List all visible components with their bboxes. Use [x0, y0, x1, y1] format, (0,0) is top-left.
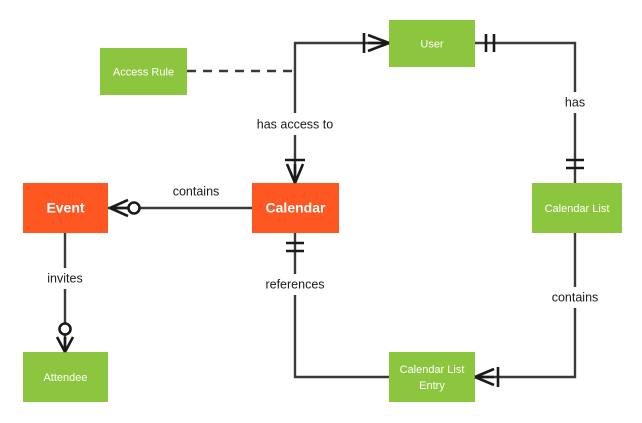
- entity-calendar-list-entry[interactable]: Calendar List Entry: [389, 352, 475, 402]
- cardinality-zero-or-many-icon-event-right: [109, 198, 141, 218]
- cardinality-exactly-one-icon-calendar-bottom: [286, 241, 304, 253]
- entity-access-rule[interactable]: Access Rule: [100, 48, 187, 95]
- entity-label-event: Event: [46, 200, 84, 216]
- entity-box-access-rule[interactable]: [100, 48, 187, 95]
- entity-label-user: User: [420, 38, 444, 50]
- relationship-label-has-access-to: has access to: [257, 117, 333, 131]
- label-backdrop-has-access-to: [236, 113, 354, 135]
- relationship-label-has: has: [565, 95, 585, 109]
- cardinality-zero-or-many-icon-attendee-top: [55, 322, 75, 353]
- entity-label-calendar: Calendar: [266, 200, 326, 216]
- label-backdrop-contains-event: [160, 182, 232, 203]
- entity-box-calendar[interactable]: [252, 183, 339, 233]
- entity-calendar-list[interactable]: Calendar List: [532, 183, 622, 233]
- cardinality-exactly-one-icon-calendar-list-top: [566, 158, 584, 170]
- cardinality-one-or-many-icon-calendar-list-entry-right: [474, 367, 500, 387]
- edge-user-has-calendar-list: [475, 41, 577, 183]
- relationship-label-contains-event: contains: [173, 184, 220, 198]
- entity-box-attendee[interactable]: [23, 352, 108, 402]
- entity-box-calendar-list-entry[interactable]: [389, 352, 475, 402]
- entity-label-calendar-list-entry-line1: Calendar List: [400, 364, 465, 376]
- entity-user[interactable]: User: [389, 20, 475, 67]
- edge-user-has-access-to-calendar: [293, 41, 389, 183]
- label-backdrop-contains-entry: [539, 287, 611, 308]
- entity-label-calendar-list-entry-line2: Entry: [419, 380, 445, 392]
- entity-label-calendar-list: Calendar List: [545, 203, 610, 215]
- cardinality-one-or-many-icon-calendar-top: [285, 158, 305, 184]
- entity-box-calendar-list[interactable]: [532, 183, 622, 233]
- entity-attendee[interactable]: Attendee: [23, 352, 108, 402]
- edge-calendar-list-contains-entry: [475, 233, 577, 379]
- entity-calendar[interactable]: Calendar: [252, 183, 339, 233]
- entity-box-event[interactable]: [23, 183, 108, 233]
- entity-label-attendee: Attendee: [43, 372, 87, 384]
- edge-group: [63, 41, 577, 379]
- edge-calendar-list-entry-references-calendar: [293, 233, 389, 379]
- relationship-label-invites: invites: [47, 271, 82, 285]
- cardinality-one-or-many-icon-user-left: [362, 33, 390, 53]
- relationship-label-references: references: [265, 277, 324, 291]
- entity-event[interactable]: Event: [23, 183, 108, 233]
- relationship-label-group: has access to contains invites has conta…: [34, 92, 611, 308]
- entity-box-user[interactable]: [389, 20, 475, 67]
- cardinality-exactly-one-icon-user-right: [484, 34, 496, 52]
- label-backdrop-references: [252, 274, 340, 295]
- label-backdrop-invites: [34, 268, 96, 289]
- entity-label-access-rule: Access Rule: [113, 66, 174, 78]
- relationship-label-contains-entry: contains: [552, 290, 599, 304]
- label-backdrop-has: [553, 92, 597, 113]
